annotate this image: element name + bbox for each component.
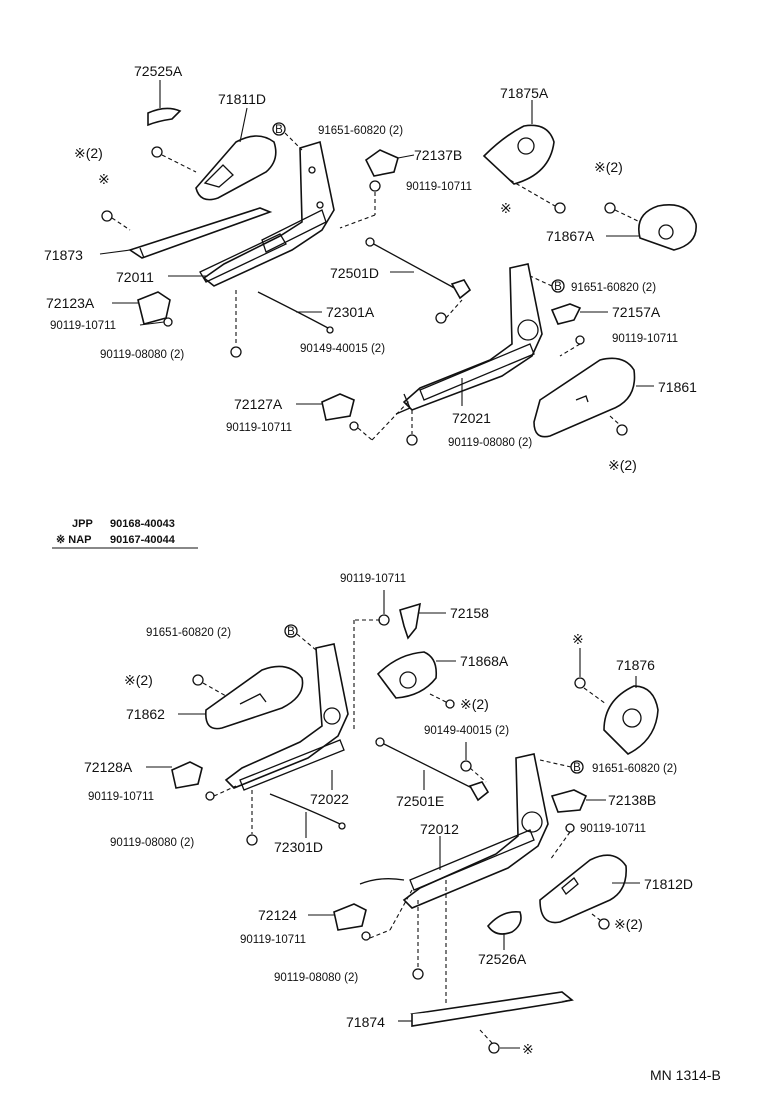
label-72526a: 72526A (478, 951, 527, 967)
label-72011: 72011 (116, 269, 154, 285)
label-90119-08080-d: 90119-08080 (2) (274, 972, 358, 984)
label-91651-60820-top: 91651-60820 (2) (318, 125, 403, 137)
figure-id: MN 1314-B (650, 1067, 721, 1083)
label-71862: 71862 (126, 706, 165, 722)
label-72127a: 72127A (234, 396, 283, 412)
bolt-symbol-b: B (573, 762, 581, 774)
label-91651-60820-mid: 91651-60820 (2) (571, 282, 656, 294)
label-90149-40015-a: 90149-40015 (2) (300, 343, 385, 355)
label-71861: 71861 (658, 379, 697, 395)
label-72157a: 72157A (612, 304, 661, 320)
label-star-a: ※ (98, 171, 110, 187)
label-star-2-d: ※(2) (124, 672, 153, 688)
label-90119-08080-a: 90119-08080 (2) (100, 349, 184, 361)
label-90119-10711-d: 90119-10711 (226, 422, 292, 434)
label-90119-08080-c: 90119-08080 (2) (110, 837, 194, 849)
label-90149-40015-b: 90149-40015 (2) (424, 725, 509, 737)
label-90119-10711-b: 90119-10711 (50, 320, 116, 332)
label-star-b: ※ (500, 200, 512, 216)
label-72138b: 72138B (608, 792, 656, 808)
bolt-symbol-b: B (275, 124, 283, 136)
label-star-2-a: ※(2) (74, 145, 103, 161)
label-90119-10711-a: 90119-10711 (406, 181, 472, 193)
legend-row1-code: JPP (72, 518, 93, 530)
label-72022: 72022 (310, 791, 349, 807)
label-star-2-c: ※(2) (608, 457, 637, 473)
label-90119-10711-c: 90119-10711 (612, 333, 678, 345)
label-72021: 72021 (452, 410, 491, 426)
legend-row1-part: 90168-40043 (110, 518, 175, 530)
label-91651-60820-low2: 91651-60820 (2) (592, 763, 677, 775)
label-71812d: 71812D (644, 876, 693, 892)
label-72301a: 72301A (326, 304, 375, 320)
legend: JPP 90168-40043 ※ NAP 90167-40044 (52, 518, 198, 549)
label-72128a: 72128A (84, 759, 133, 775)
label-90119-08080-b: 90119-08080 (2) (448, 437, 532, 449)
label-72137b: 72137B (414, 147, 462, 163)
legend-row2-code: ※ NAP (56, 534, 92, 546)
label-star-2-b: ※(2) (594, 159, 623, 175)
label-72158: 72158 (450, 605, 489, 621)
label-71868a: 71868A (460, 653, 509, 669)
part-labels: 72525A 71811D 91651-60820 (2) 71875A 721… (44, 63, 721, 1083)
label-71873: 71873 (44, 247, 83, 263)
label-71875a: 71875A (500, 85, 549, 101)
label-90119-10711-f: 90119-10711 (88, 791, 154, 803)
label-star-2-f: ※(2) (614, 916, 643, 932)
legend-row2-part: 90167-40044 (110, 534, 176, 546)
lower-assembly: B (146, 590, 659, 1054)
bolt-symbol-b: B (287, 626, 295, 638)
label-71876: 71876 (616, 657, 655, 673)
label-90119-10711-g: 90119-10711 (580, 823, 646, 835)
label-90119-10711-h: 90119-10711 (240, 934, 306, 946)
label-star-c: ※ (572, 631, 584, 647)
label-91651-60820-low: 91651-60820 (2) (146, 627, 231, 639)
label-star-2-e: ※(2) (460, 696, 489, 712)
label-72525a: 72525A (134, 63, 183, 79)
label-72124: 72124 (258, 907, 297, 923)
label-72501d: 72501D (330, 265, 379, 281)
label-72123a: 72123A (46, 295, 95, 311)
label-72301d: 72301D (274, 839, 323, 855)
label-71874: 71874 (346, 1014, 385, 1030)
label-90119-10711-e: 90119-10711 (340, 573, 406, 585)
label-71867a: 71867A (546, 228, 595, 244)
label-72012: 72012 (420, 821, 459, 837)
label-star-d: ※ (522, 1041, 534, 1057)
label-71811d: 71811D (218, 91, 266, 107)
label-72501e: 72501E (396, 793, 444, 809)
bolt-symbol-b: B (554, 281, 562, 293)
upper-assembly: B (99, 80, 697, 446)
